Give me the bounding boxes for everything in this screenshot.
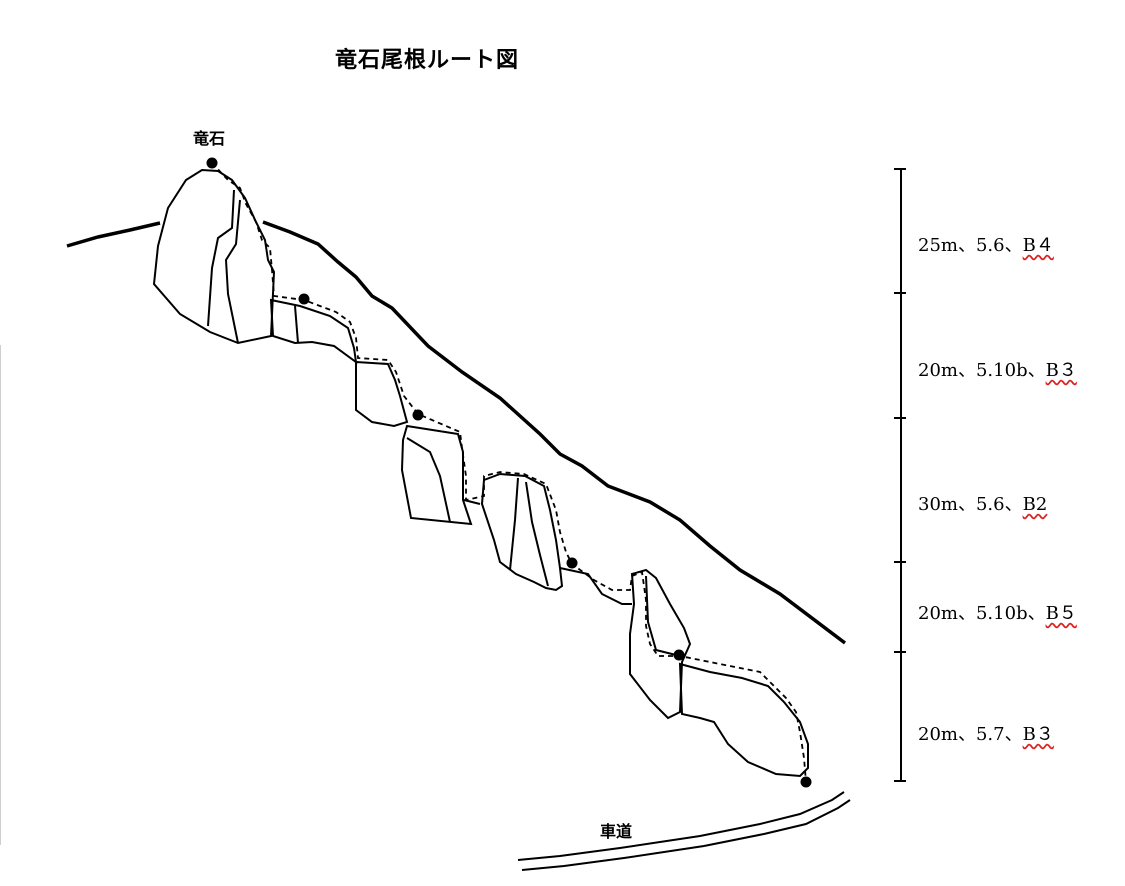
rock-block-5 <box>463 472 564 592</box>
road-label: 車道 <box>600 822 633 841</box>
separator: 、 <box>1004 494 1023 515</box>
belay-station <box>800 776 812 788</box>
belay-station <box>673 649 685 661</box>
separator: 、 <box>957 724 976 745</box>
belay-station <box>412 409 424 421</box>
summit-label: 竜石 <box>193 129 226 148</box>
diagram-title: 竜石尾根ルート図 <box>335 48 520 73</box>
pitch-4-label: 20m、5.10b、B５ <box>918 599 1077 625</box>
separator: 、 <box>1027 603 1046 624</box>
pitch-length: 25m <box>918 235 958 256</box>
pitch-length: 20m <box>918 724 958 745</box>
pitch-grade: 5.10b <box>975 603 1028 624</box>
separator: 、 <box>957 235 976 256</box>
separator: 、 <box>1004 235 1023 256</box>
separator: 、 <box>957 360 976 381</box>
rock-block-2 <box>269 298 358 365</box>
pitch-grade: 5.7 <box>975 724 1005 745</box>
rock-block-1 <box>152 168 276 345</box>
pitch-length: 20m <box>918 603 958 624</box>
rock-block-4 <box>400 424 473 526</box>
pitch-1-label: 25m、5.6、B４ <box>918 231 1054 257</box>
belay-station <box>298 293 310 305</box>
pitch-length: 30m <box>918 494 958 515</box>
pitch-grade: 5.10b <box>975 360 1028 381</box>
pitch-bolts: B５ <box>1045 603 1077 624</box>
pitch-length: 20m <box>918 360 958 381</box>
pitch-5-label: 20m、5.7、B３ <box>918 720 1054 746</box>
pitch-bolts: B2 <box>1022 494 1048 515</box>
separator: 、 <box>1027 360 1046 381</box>
pitch-bolts: B３ <box>1022 724 1054 745</box>
separator: 、 <box>957 494 976 515</box>
pitch-3-label: 30m、5.6、B2 <box>918 490 1047 516</box>
road-lines <box>517 791 851 871</box>
separator: 、 <box>1004 724 1023 745</box>
ridge-line-main <box>262 220 847 645</box>
page-edge-line <box>0 345 1 845</box>
pitch-grade: 5.6 <box>975 494 1005 515</box>
pitch-2-label: 20m、5.10b、B３ <box>918 356 1077 382</box>
pitch-scale <box>894 168 906 782</box>
climbing-route-line <box>211 162 807 783</box>
belay-station <box>206 157 218 169</box>
rock-block-3 <box>355 360 409 428</box>
pitch-grade: 5.6 <box>975 235 1005 256</box>
rock-block-6 <box>559 567 692 720</box>
belay-station <box>566 557 578 569</box>
ridge-line-left <box>66 221 161 248</box>
separator: 、 <box>957 603 976 624</box>
pitch-bolts: B３ <box>1045 360 1077 381</box>
rock-block-7 <box>678 662 809 778</box>
pitch-bolts: B４ <box>1022 235 1054 256</box>
